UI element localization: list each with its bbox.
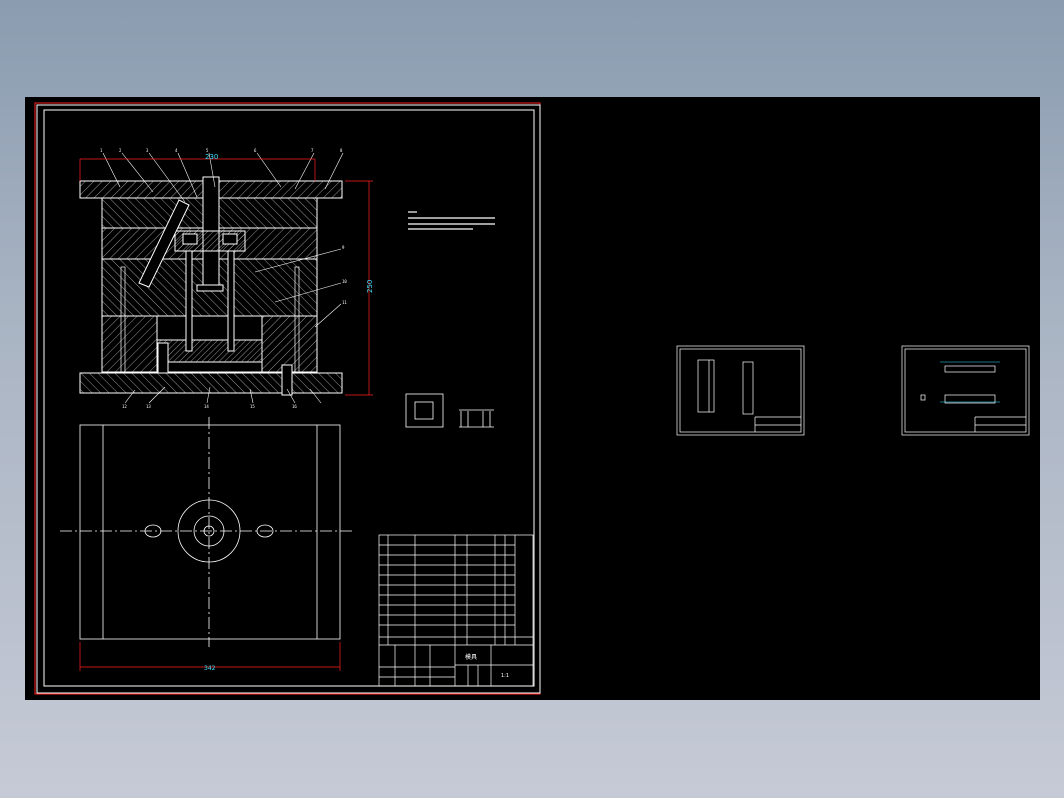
svg-text:1: 1 [100,148,103,153]
dimension-top-label: 230 [205,153,218,161]
plan-view [60,417,355,647]
parts-list-table [378,534,534,687]
svg-text:6: 6 [254,148,257,153]
svg-text:13: 13 [146,404,151,409]
svg-text:9: 9 [342,245,345,250]
title-block-scale: 1:1 [501,673,509,679]
part-sheet-1 [676,345,805,436]
part-sheet-2 [901,345,1030,436]
svg-text:10: 10 [342,279,347,284]
svg-text:15: 15 [250,404,255,409]
svg-text:16: 16 [292,404,297,409]
svg-text:5: 5 [206,148,209,153]
svg-text:2: 2 [119,148,122,153]
svg-text:8: 8 [340,148,343,153]
dimension-height-label: 250 [366,280,374,293]
svg-text:4: 4 [175,148,178,153]
svg-text:3: 3 [146,148,149,153]
detail-view-small [405,393,494,428]
svg-text:12: 12 [122,404,127,409]
svg-text:7: 7 [311,148,314,153]
svg-text:14: 14 [204,404,209,409]
technical-notes [408,211,495,230]
title-block-name: 模具 [465,653,477,661]
dimension-width-label: 342 [204,665,216,672]
svg-text:11: 11 [342,300,347,305]
main-sheet [34,102,541,695]
